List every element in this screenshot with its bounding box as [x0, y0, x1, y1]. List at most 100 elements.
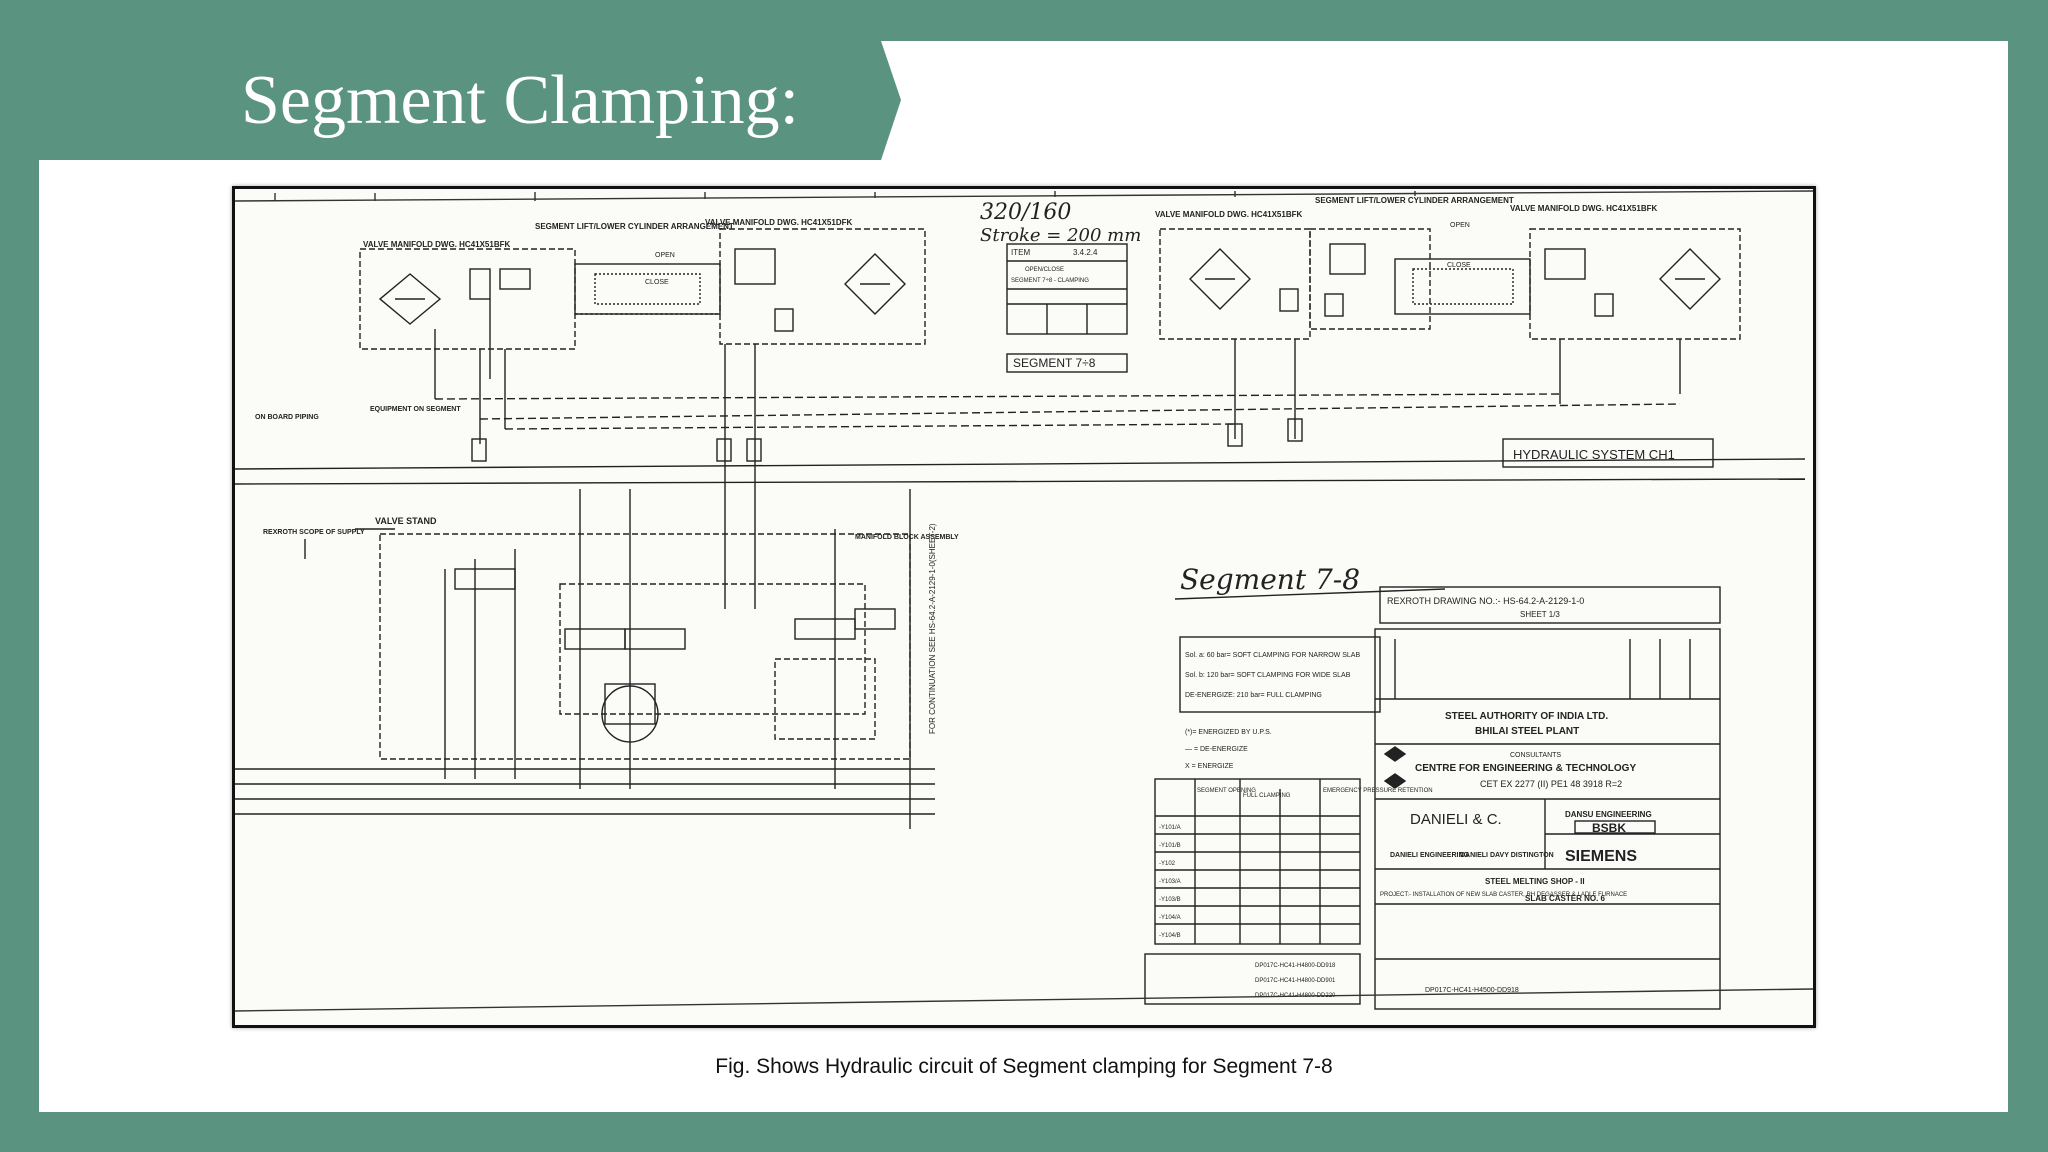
svg-text:SHEET 1/3: SHEET 1/3: [1520, 610, 1560, 619]
item-label: ITEM: [1011, 248, 1030, 257]
hydraulic-circuit-drawing: SEGMENT LIFT/LOWER CYLINDER ARRANGEMENT …: [235, 190, 1813, 1012]
label-equipment-on-segment: EQUIPMENT ON SEGMENT: [370, 406, 461, 413]
manifold-block-2: [719, 228, 926, 345]
valve-5a: [1594, 293, 1614, 317]
cylinder-2: OPEN CLOSE: [1394, 222, 1531, 315]
svg-text:CLOSE: CLOSE: [1447, 262, 1471, 269]
svg-text:SEGMENT OPENING: SEGMENT OPENING: [1197, 788, 1256, 794]
svg-text:CONSULTANTS: CONSULTANTS: [1510, 752, 1561, 759]
valve-stand-enclosure: [379, 533, 911, 760]
svg-text:Sol. a: 60 bar= SOFT CLAMPING: Sol. a: 60 bar= SOFT CLAMPING FOR NARROW…: [1185, 652, 1360, 659]
top-ruler: [235, 190, 1813, 202]
title-banner: Segment Clamping:: [39, 41, 901, 160]
item-number: 3.4.2.4: [1073, 248, 1098, 257]
svg-text:-Y102: -Y102: [1159, 861, 1176, 867]
relief-valve-1: [499, 268, 531, 290]
svg-text:SLAB CASTER NO. 6: SLAB CASTER NO. 6: [1525, 894, 1606, 903]
valve-stand-symbols: [454, 568, 896, 743]
valve-2a: [774, 308, 794, 332]
segment-box: SEGMENT 7÷8: [1006, 353, 1128, 373]
handwritten-stroke: Stroke = 200 mm: [980, 225, 1141, 246]
pipe-lines-main: [235, 458, 1806, 485]
slide-title: Segment Clamping:: [241, 62, 800, 139]
pipe-lines-vertical: [434, 339, 1681, 609]
quick-couplings: [471, 418, 1303, 462]
svg-text:CLOSE: CLOSE: [645, 279, 669, 286]
label-on-board-piping: ON BOARD PIPING: [255, 414, 319, 421]
header-left: SEGMENT LIFT/LOWER CYLINDER ARRANGEMENT: [535, 222, 734, 231]
clamping-notes: Sol. a: 60 bar= SOFT CLAMPING FOR NARROW…: [1179, 636, 1381, 770]
continuation-section: FOR CONTINUATION SEE HS-64.2-A-2129-1-0(…: [909, 489, 937, 829]
svg-text:OPEN: OPEN: [1450, 222, 1470, 229]
item-info-box: ITEM 3.4.2.4 OPEN/CLOSE SEGMENT 7÷8 - CL…: [1006, 243, 1128, 335]
label-manifold-block: MANIFOLD BLOCK ASSEMBLY: [855, 534, 959, 541]
continuation-note: FOR CONTINUATION SEE HS-64.2-A-2129-1-0(…: [928, 523, 937, 734]
svg-text:DANIELI ENGINEERING: DANIELI ENGINEERING: [1390, 852, 1470, 859]
svg-text:-Y101/B: -Y101/B: [1159, 843, 1181, 849]
handwritten-underline: [1174, 588, 1446, 600]
handwritten-note-bore: 320/160: [980, 200, 1071, 225]
svg-text:-Y104/A: -Y104/A: [1159, 915, 1181, 921]
svg-text:-Y104/B: -Y104/B: [1159, 933, 1181, 939]
header-right: SEGMENT LIFT/LOWER CYLINDER ARRANGEMENT: [1315, 196, 1514, 205]
siemens-logo: SIEMENS: [1565, 848, 1637, 865]
svg-text:— = DE-ENERGIZE: — = DE-ENERGIZE: [1185, 746, 1248, 753]
svg-text:STEEL MELTING SHOP - II: STEEL MELTING SHOP - II: [1485, 877, 1585, 886]
valve-4a: [1324, 293, 1344, 317]
svg-text:FULL CLAMPING: FULL CLAMPING: [1243, 793, 1291, 799]
solenoid-truth-table: -Y101/A -Y101/B -Y102 -Y103/A -Y103/B -Y…: [1154, 778, 1433, 945]
consultant-name: CENTRE FOR ENGINEERING & TECHNOLOGY: [1415, 763, 1636, 774]
manifold-label-4: VALVE MANIFOLD DWG. HC41X51BFK: [1510, 204, 1657, 213]
bsbk-logo: BSBK: [1592, 821, 1626, 835]
svg-text:DP017C-HC41-H4500-DD918: DP017C-HC41-H4500-DD918: [1425, 987, 1519, 994]
valve-stand-lines: [235, 489, 935, 815]
valve-3a: [1279, 288, 1299, 312]
svg-text:DANIELI DAVY DISTINGTON: DANIELI DAVY DISTINGTON: [1460, 852, 1554, 859]
relief-valve-2: [734, 248, 776, 285]
relief-valve-4: [1329, 243, 1366, 275]
svg-text:OPEN: OPEN: [655, 252, 675, 259]
manifold-block-1: [359, 248, 576, 379]
svg-text:HYDRAULIC SYSTEM CH1: HYDRAULIC SYSTEM CH1: [1513, 447, 1675, 462]
svg-text:Sol. b: 120 bar= SOFT CLAMPING: Sol. b: 120 bar= SOFT CLAMPING FOR WIDE …: [1185, 672, 1351, 679]
pipe-lines-horizontal: [434, 393, 1681, 430]
manifold-block-3: [1159, 228, 1311, 340]
svg-text:-Y103/A: -Y103/A: [1159, 879, 1181, 885]
rectifier-bridge-5: [1659, 248, 1721, 310]
rexroth-drawing-box: REXROTH DRAWING NO.:- HS-64.2-A-2129-1-0…: [1379, 586, 1721, 624]
relief-valve-5: [1544, 248, 1586, 280]
hydraulic-diagram-figure: SEGMENT LIFT/LOWER CYLINDER ARRANGEMENT …: [232, 186, 1816, 1028]
figure-caption: Fig. Shows Hydraulic circuit of Segment …: [715, 1055, 1333, 1078]
svg-text:-Y103/B: -Y103/B: [1159, 897, 1181, 903]
label-valve-stand: VALVE STAND: [375, 516, 437, 526]
svg-text:X = ENERGIZE: X = ENERGIZE: [1185, 763, 1234, 770]
label-rexroth-scope: REXROTH SCOPE OF SUPPLY: [263, 529, 365, 536]
owner-name: STEEL AUTHORITY OF INDIA LTD.: [1445, 711, 1608, 722]
svg-text:DANSU ENGINEERING: DANSU ENGINEERING: [1565, 810, 1652, 819]
svg-text:CET EX 2277 (II) PE1 48 3918 R: CET EX 2277 (II) PE1 48 3918 R=2: [1480, 779, 1622, 789]
svg-text:DP017C-HC41-H4800-DD918: DP017C-HC41-H4800-DD918: [1255, 963, 1336, 969]
manifold-label-1: VALVE MANIFOLD DWG. HC41X51BFK: [363, 240, 510, 249]
valve-1a: [469, 268, 491, 300]
bottom-ruler: [235, 988, 1813, 1012]
cet-logo-icon: [1383, 773, 1407, 789]
svg-text:DE-ENERGIZE: 210 bar= FULL CLA: DE-ENERGIZE: 210 bar= FULL CLAMPING: [1185, 692, 1322, 699]
svg-text:SEGMENT 7÷8: SEGMENT 7÷8: [1013, 356, 1096, 370]
svg-text:EMERGENCY PRESSURE RETENTION: EMERGENCY PRESSURE RETENTION: [1323, 788, 1433, 794]
hydraulic-system-box: HYDRAULIC SYSTEM CH1: [1502, 438, 1714, 468]
svg-text:-Y101/A: -Y101/A: [1159, 825, 1181, 831]
manifold-block-5: [1529, 228, 1741, 340]
title-block: STEEL AUTHORITY OF INDIA LTD. BHILAI STE…: [1374, 628, 1721, 1010]
rectifier-bridge-1: [378, 273, 442, 325]
handwritten-segment: Segment 7-8: [1180, 563, 1360, 596]
item-row-2: SEGMENT 7÷8 - CLAMPING: [1011, 278, 1089, 284]
cylinder-1: OPEN CLOSE: [574, 252, 721, 315]
manifold-block-4: [1309, 228, 1431, 330]
banner-shape: [39, 41, 901, 160]
svg-text:DP017C-HC41-H4800-DD901: DP017C-HC41-H4800-DD901: [1255, 978, 1336, 984]
svg-text:PROJECT:- INSTALLATION OF NEW: PROJECT:- INSTALLATION OF NEW SLAB CASTE…: [1380, 892, 1627, 898]
sail-logo-icon: [1383, 746, 1407, 762]
danieli-logo: DANIELI & C.: [1410, 811, 1502, 828]
manifold-label-2: VALVE MANIFOLD DWG. HC41X51DFK: [705, 218, 852, 227]
plant-name: BHILAI STEEL PLANT: [1475, 726, 1579, 737]
